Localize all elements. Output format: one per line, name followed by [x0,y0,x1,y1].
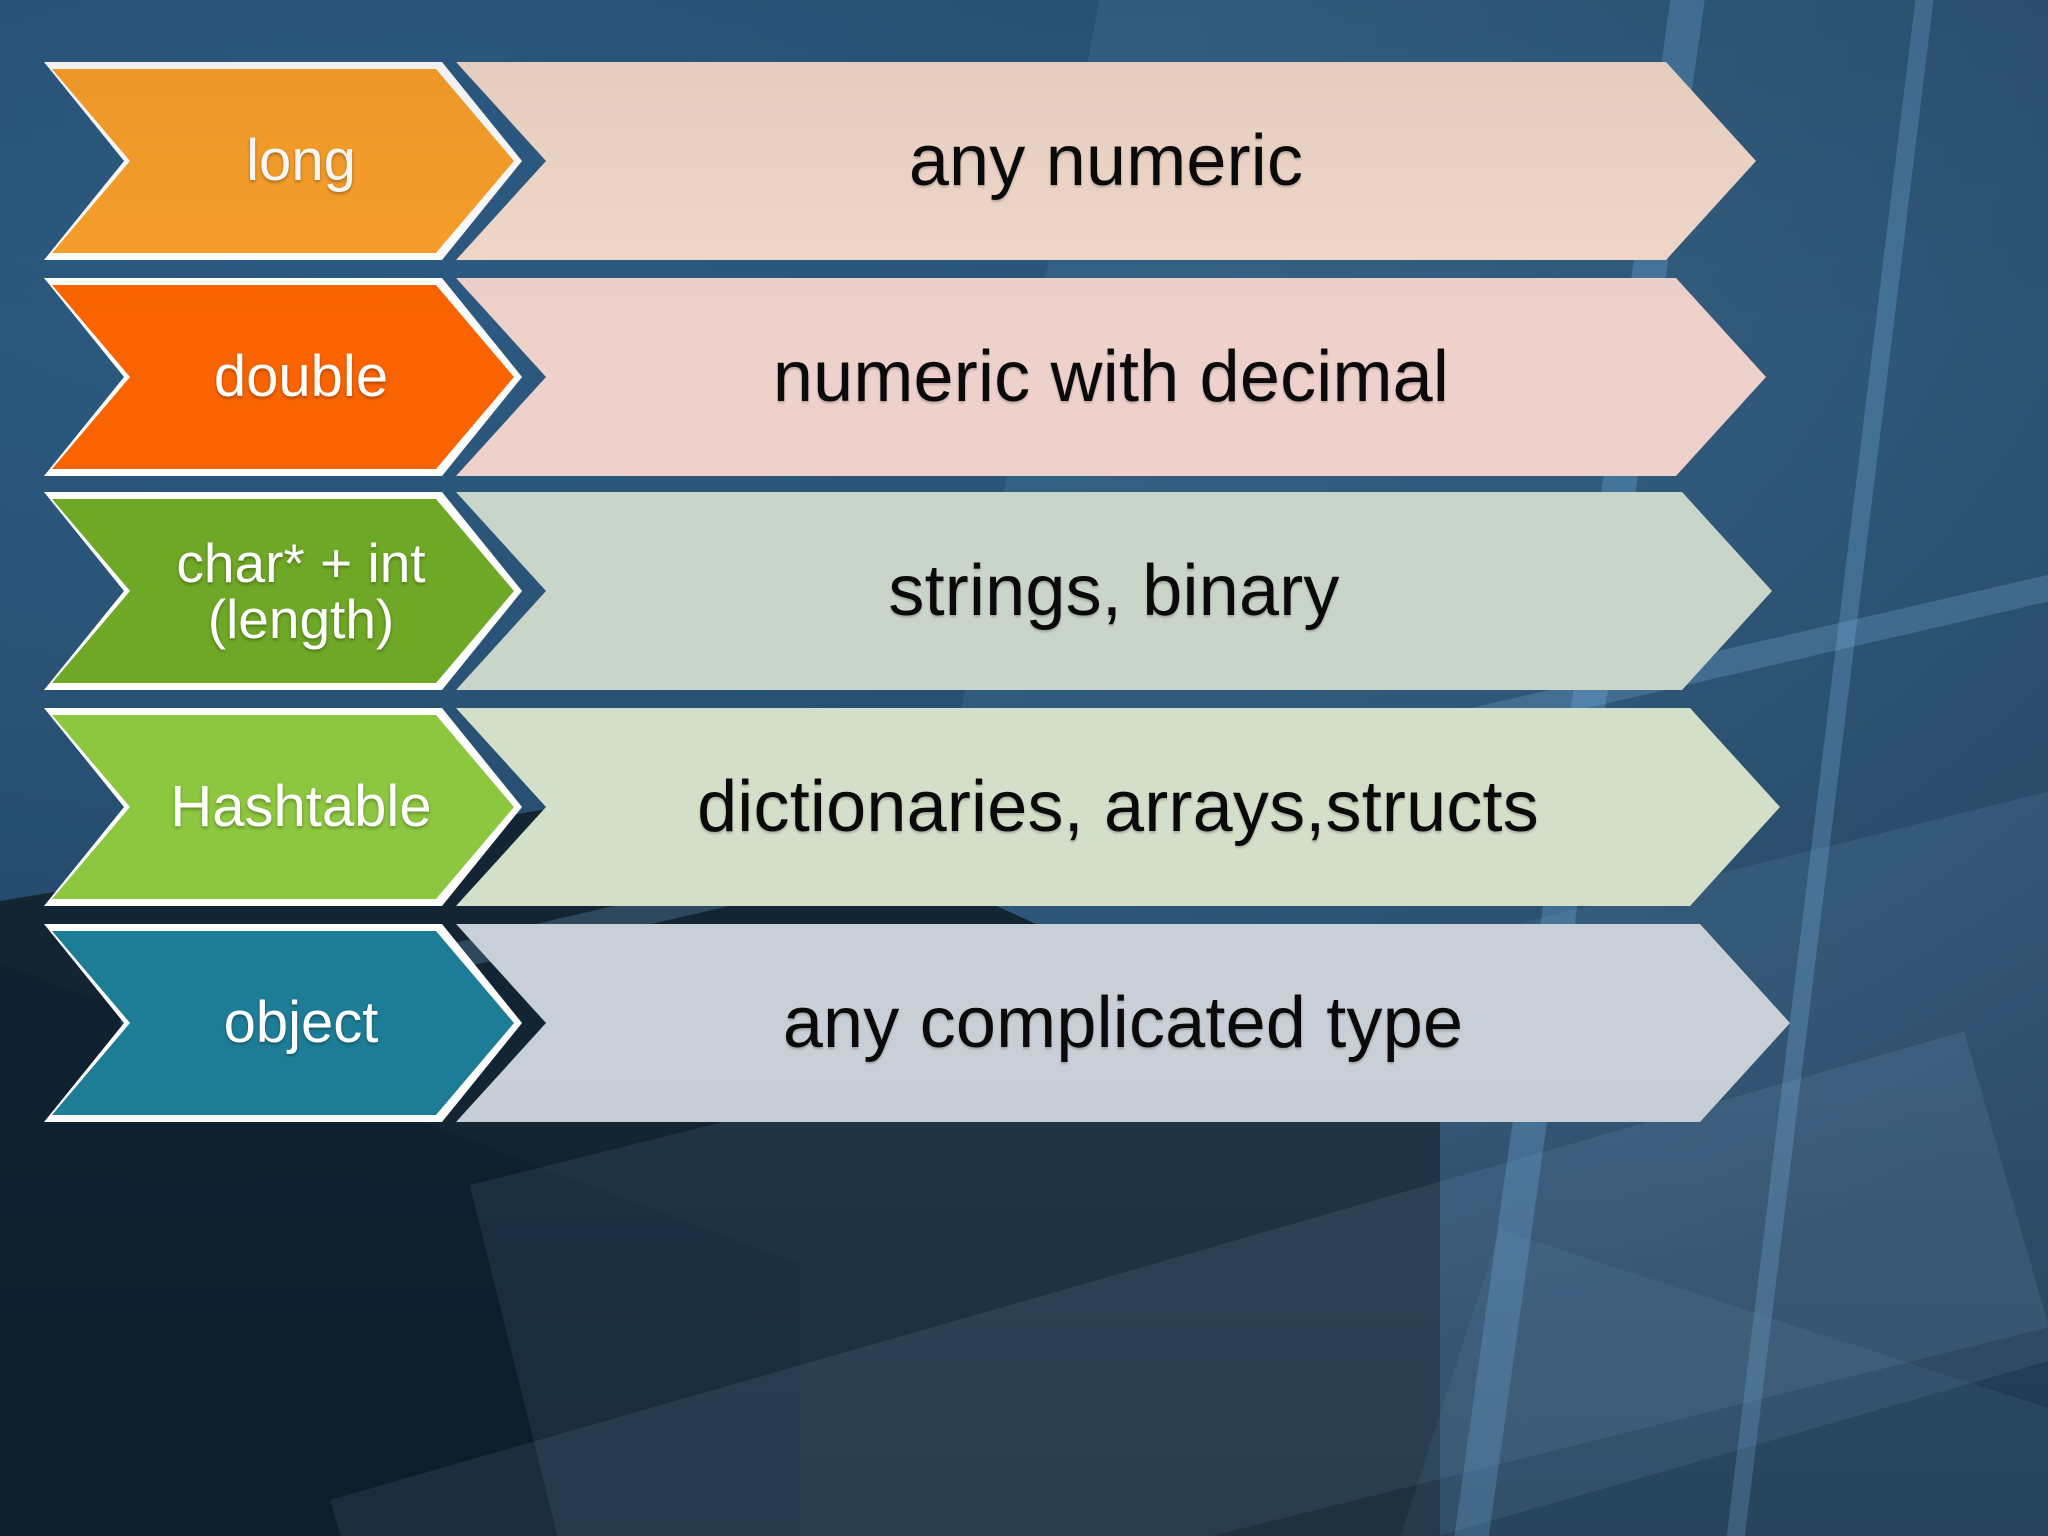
description-label: numeric with decimal [772,337,1450,417]
label-chevron-fill: char* + int (length) [52,499,514,683]
label-chevron-fill: Hashtable [52,715,514,899]
chevron-row: any numeric long [0,62,2048,260]
label-chevron[interactable]: Hashtable [44,708,522,906]
label-chevron[interactable]: char* + int (length) [44,492,522,690]
type-label: Hashtable [170,774,432,840]
label-chevron-fill: object [52,931,514,1115]
type-label: double [213,344,389,410]
chevron-row: any complicated type object [0,924,2048,1122]
description-chevron[interactable]: any complicated type [456,924,1790,1122]
description-label: strings, binary [888,551,1340,631]
label-chevron[interactable]: long [44,62,522,260]
label-chevron[interactable]: object [44,924,522,1122]
description-chevron[interactable]: strings, binary [456,492,1772,690]
label-chevron-fill: double [52,285,514,469]
chevron-row: dictionaries, arrays,structs Hashtable [0,708,2048,906]
description-chevron[interactable]: dictionaries, arrays,structs [456,708,1780,906]
label-chevron-fill: long [52,69,514,253]
type-label: char* + int (length) [176,531,426,650]
description-label: any numeric [908,121,1304,201]
description-chevron[interactable]: any numeric [456,62,1756,260]
description-label: any complicated type [782,983,1464,1063]
type-label: long [246,128,356,194]
description-chevron[interactable]: numeric with decimal [456,278,1766,476]
chevron-row: numeric with decimal double [0,278,2048,476]
description-label: dictionaries, arrays,structs [697,767,1539,847]
chevron-row: strings, binary char* + int (length) [0,492,2048,690]
label-chevron[interactable]: double [44,278,522,476]
type-label: object [223,990,379,1056]
